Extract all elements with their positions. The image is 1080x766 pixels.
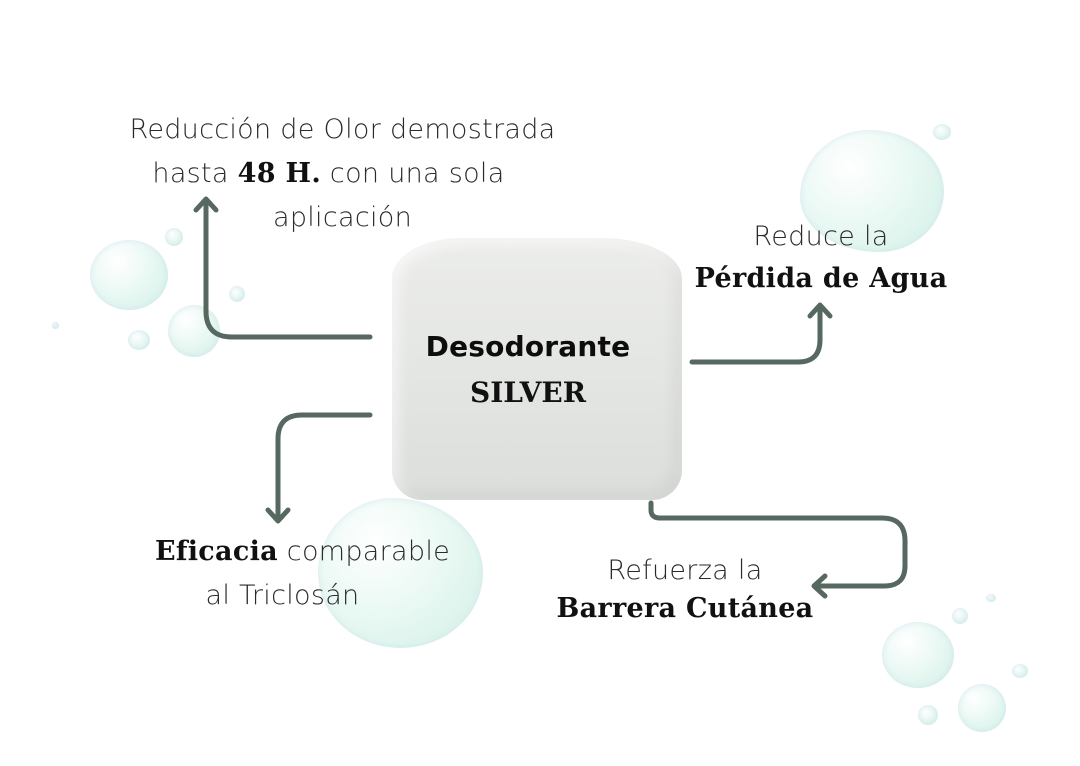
arrowhead-down-icon: [265, 507, 291, 524]
bubble-decoration: [90, 240, 168, 310]
highlight-48h: 48 H.: [237, 158, 322, 189]
benefit-odor-reduction: Reducción de Olor demostrada hasta 48 H.…: [100, 108, 585, 240]
bubble-decoration: [229, 286, 245, 302]
bubble-decoration: [52, 322, 59, 329]
benefit-odor-line3: aplicación: [272, 202, 413, 233]
bubble-decoration: [165, 228, 183, 246]
arrow-down-left: [275, 412, 373, 523]
arrow-loop-right: [648, 500, 908, 589]
product-subtitle: SILVER: [469, 376, 587, 409]
benefit-barrier-line2: Barrera Cutánea: [556, 593, 814, 624]
benefit-efficacy-line1: Eficacia comparable: [154, 536, 451, 567]
bubble-decoration: [958, 684, 1006, 732]
benefit-skin-barrier: Refuerza la Barrera Cutánea: [540, 552, 830, 628]
benefit-odor-line2: hasta 48 H. con una sola: [152, 158, 505, 189]
product-title: Desodorante: [425, 330, 631, 363]
arrow-up-right: [689, 303, 823, 365]
benefit-water-line2: Pérdida de Agua: [694, 263, 948, 294]
highlight-eficacia: Eficacia: [154, 536, 278, 567]
bubble-decoration: [800, 130, 944, 252]
benefit-efficacy-line2: al Triclosán: [205, 580, 360, 611]
benefit-odor-line1: Reducción de Olor demostrada: [129, 114, 556, 145]
bubble-decoration: [318, 498, 483, 648]
arrowhead-left-icon: [811, 573, 828, 599]
bubble-decoration: [882, 622, 954, 688]
bubble-decoration: [952, 608, 968, 624]
bubble-decoration: [128, 330, 150, 350]
bubble-decoration: [933, 124, 951, 140]
bubble-decoration: [1012, 664, 1028, 678]
bubble-decoration: [918, 705, 938, 725]
arrowhead-up-icon: [193, 196, 219, 213]
benefit-water-line1: Reduce la: [753, 221, 889, 252]
deodorant-product-image: [392, 238, 682, 500]
arrowhead-up-icon: [807, 302, 833, 319]
benefit-efficacy: Eficacia comparable al Triclosán: [130, 530, 475, 618]
arrow-up-left: [203, 197, 373, 340]
benefit-barrier-line1: Refuerza la: [607, 555, 763, 586]
benefit-water-loss: Reduce la Pérdida de Agua: [680, 216, 962, 300]
bubble-decoration: [986, 594, 996, 602]
